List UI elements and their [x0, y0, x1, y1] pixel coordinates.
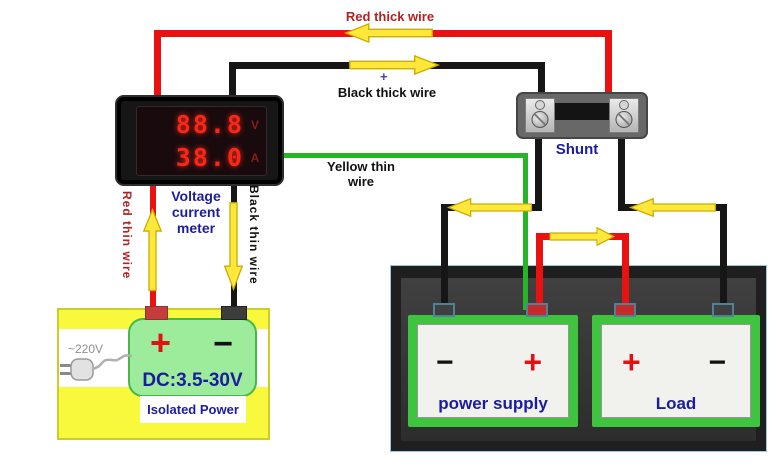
- red-thick-wire-label: Red thick wire: [345, 9, 435, 24]
- load-plus-terminal: [614, 303, 636, 317]
- red-thick-wire-left-vertical: [154, 30, 161, 98]
- power-supply-plus-sign: +: [523, 344, 542, 380]
- isolated-power-plus-sign: +: [150, 322, 172, 363]
- black-thick-wire-right-vertical: [538, 62, 545, 100]
- red-thick-wire-right-vertical: [605, 30, 612, 98]
- shunt-right-terminal-block: [609, 98, 639, 133]
- power-supply-caption: power supply: [438, 394, 548, 413]
- meter-label-line3: meter: [176, 220, 216, 236]
- isolated-power-minus-terminal: [221, 306, 247, 320]
- flow-arrow-left-icon: [446, 197, 533, 218]
- isolated-power-plus-terminal: [145, 306, 168, 320]
- flow-arrow-left-icon: [343, 22, 433, 44]
- dc-voltage-range: DC:3.5-30V: [142, 370, 243, 391]
- power-supply-minus-terminal: [433, 303, 455, 317]
- black-thick-wire-label: Black thick wire: [337, 85, 437, 100]
- mains-plug-icon: [60, 354, 133, 381]
- black-thick-wire-left-vertical: [229, 62, 236, 100]
- flow-arrow-down-icon: [223, 202, 244, 292]
- amp-unit-icon: A: [250, 150, 260, 165]
- flow-arrow-left-icon: [628, 197, 716, 218]
- mains-voltage-label: ~220V: [68, 342, 104, 356]
- voltage-current-meter: 88.8 V 38.0 A: [115, 95, 284, 186]
- meter-label-line1: Voltage: [171, 188, 221, 204]
- red-thin-wire-label: Red thin wire: [120, 191, 134, 280]
- yellow-thin-wire-label-line1: Yellow thin: [327, 159, 395, 174]
- current-reading: 38.0: [175, 143, 244, 172]
- shunt-left-terminal-block: [525, 98, 555, 133]
- shunt-left-down-wire: [535, 126, 542, 211]
- bridge-right-vertical: [622, 233, 629, 310]
- black-thin-wire-label: Black thin wire: [247, 185, 261, 285]
- flow-arrow-up-icon: [142, 207, 163, 292]
- isolated-power-minus-sign: −: [213, 325, 233, 363]
- shunt-resistance-bar: [554, 103, 610, 120]
- power-supply-minus-sign: −: [436, 346, 454, 379]
- black-wire-plus-hint: +: [380, 69, 388, 84]
- load-panel: + − Load: [601, 324, 751, 418]
- shunt-label: Shunt: [555, 141, 599, 158]
- screw-icon: [615, 111, 633, 128]
- voltage-row: 88.8 V: [142, 112, 261, 137]
- supply-minus-vertical: [441, 204, 448, 310]
- screw-icon: [619, 100, 629, 110]
- yellow-thin-wire-label: Yellow thin wire: [302, 159, 420, 189]
- volt-unit-icon: V: [250, 117, 259, 132]
- load-box: + − Load: [592, 315, 760, 427]
- voltage-reading: 88.8: [175, 110, 244, 139]
- flow-arrow-right-icon: [349, 54, 441, 76]
- screw-icon: [535, 100, 545, 110]
- isolated-power-caption: Isolated Power: [140, 396, 246, 423]
- load-minus-vertical: [720, 204, 727, 310]
- shunt-component: [516, 92, 648, 139]
- current-row: 38.0 A: [142, 145, 261, 170]
- shunt-right-down-wire: [618, 126, 625, 211]
- load-caption: Load: [655, 394, 697, 413]
- power-supply-box: − + power supply: [408, 315, 578, 427]
- power-supply-plus-terminal: [526, 303, 548, 317]
- yellow-thin-wire-vertical: [523, 153, 528, 310]
- bridge-left-vertical: [536, 233, 543, 310]
- screw-icon: [531, 111, 549, 128]
- isolated-power-unit: + − DC:3.5-30V: [128, 318, 257, 397]
- meter-display: 88.8 V 38.0 A: [136, 106, 267, 176]
- meter-label: Voltage current meter: [152, 188, 240, 236]
- load-plus-sign: +: [622, 344, 641, 380]
- load-minus-terminal: [712, 303, 734, 317]
- power-supply-panel: − + power supply: [417, 324, 569, 418]
- flow-arrow-right-icon: [549, 226, 616, 247]
- yellow-thin-wire-label-line2: wire: [347, 174, 374, 189]
- yellow-thin-wire-horizontal: [280, 153, 528, 158]
- meter-label-line2: current: [171, 204, 221, 220]
- load-minus-sign: −: [708, 346, 726, 379]
